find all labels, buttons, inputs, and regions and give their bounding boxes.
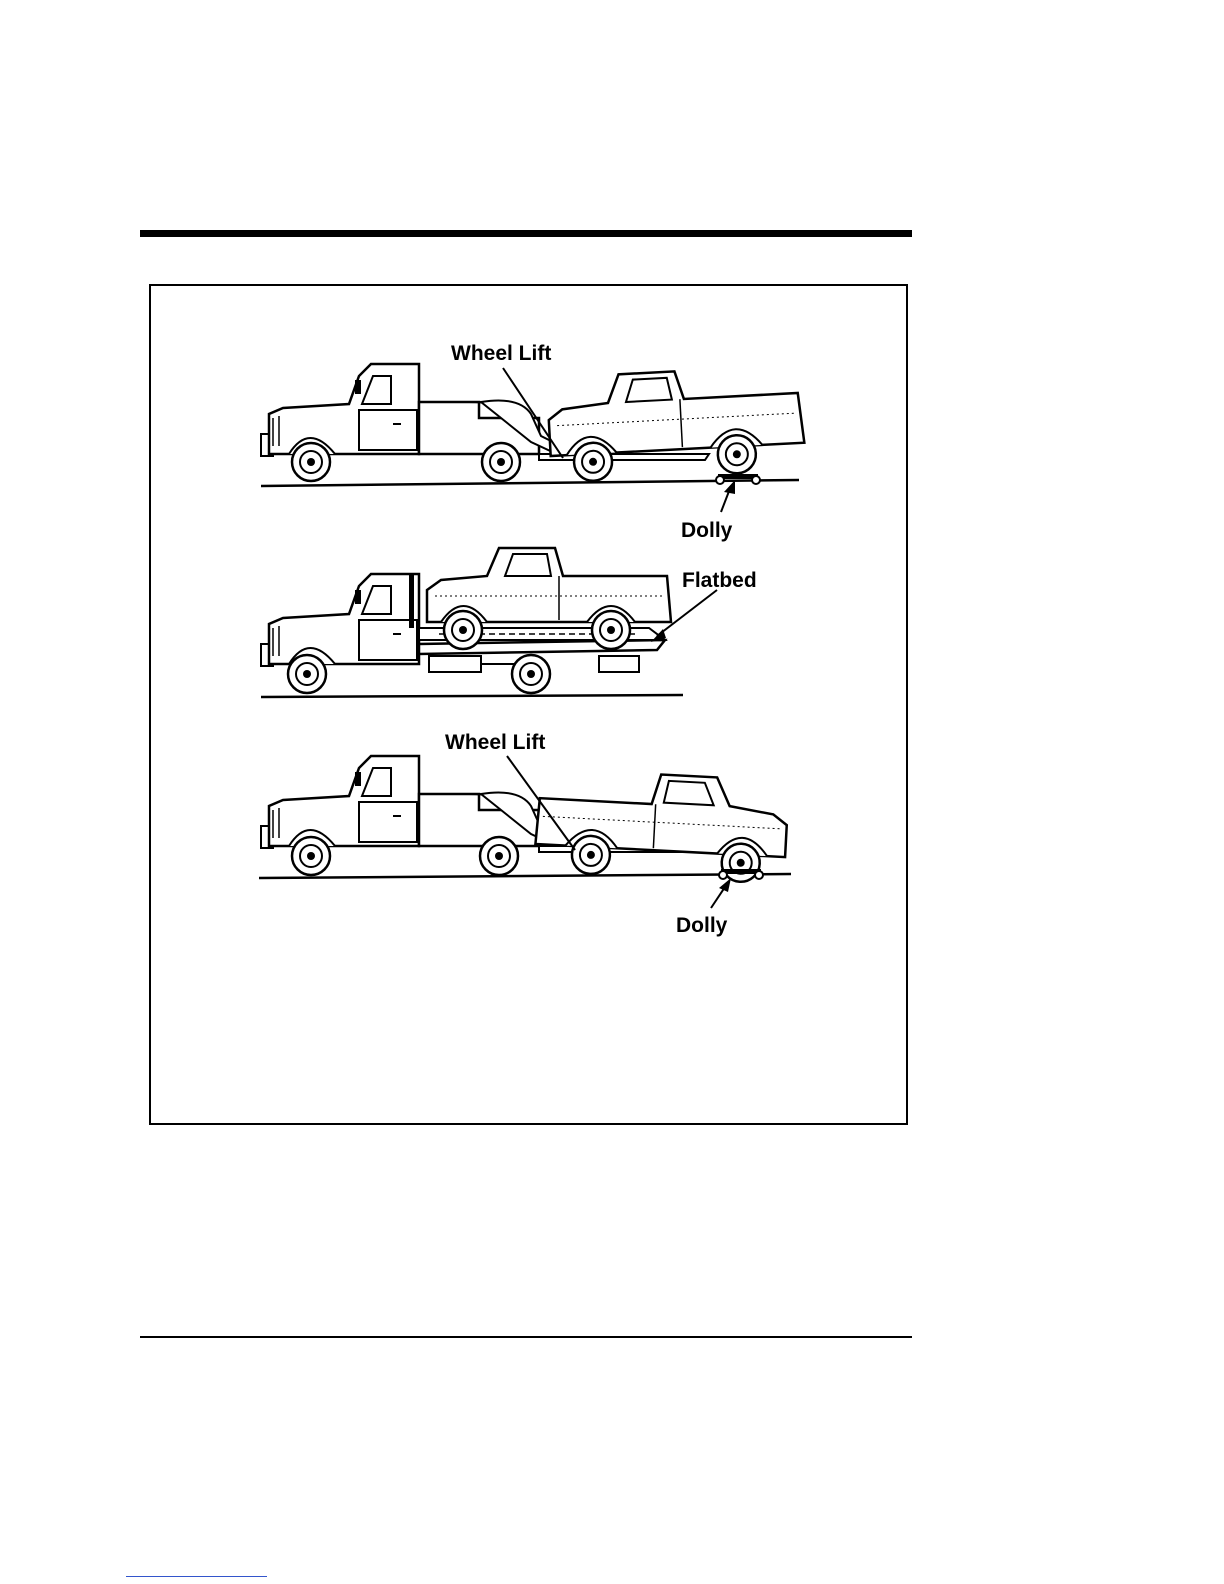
- ground-line: [259, 874, 791, 878]
- label-wheel-lift-bottom: Wheel Lift: [445, 731, 545, 754]
- row-wheel-lift-rear: Wheel Lift Dolly: [261, 342, 806, 542]
- ground-line: [261, 695, 683, 697]
- pickup-truck-icon: [547, 365, 806, 483]
- towing-illustration: Wheel Lift Dolly: [151, 286, 906, 1123]
- dolly-icon: [716, 474, 760, 484]
- row-wheel-lift-front: Wheel Lift Dolly: [259, 731, 791, 937]
- label-wheel-lift-top: Wheel Lift: [451, 342, 551, 365]
- header-rule: [140, 230, 912, 237]
- towing-figure: Wheel Lift Dolly: [149, 284, 908, 1125]
- pickup-truck-icon: [534, 768, 789, 884]
- label-flatbed: Flatbed: [682, 569, 757, 592]
- footer-rule: [140, 1336, 912, 1338]
- label-dolly-top: Dolly: [681, 519, 733, 542]
- row-flatbed: Flatbed: [261, 548, 757, 697]
- footer-link-underline[interactable]: [126, 1576, 267, 1577]
- label-dolly-bottom: Dolly: [676, 914, 728, 937]
